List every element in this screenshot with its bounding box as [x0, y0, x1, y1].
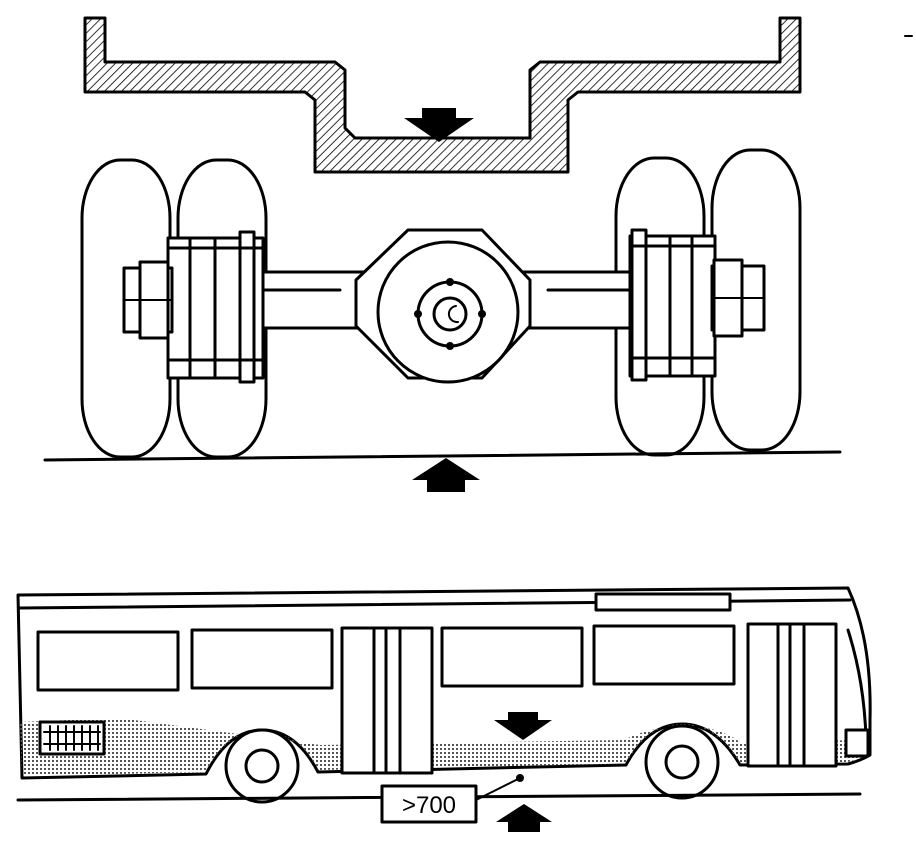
downward-force-arrow-top	[404, 108, 474, 142]
rear-axle-assembly	[80, 148, 802, 459]
clearance-label: >700	[402, 792, 456, 819]
ground-line-top	[43, 450, 842, 462]
lifting-cradle	[83, 16, 802, 174]
bus-window-2	[190, 628, 334, 690]
clearance-label-box	[380, 784, 478, 824]
bus-window-1	[36, 630, 180, 692]
bus-window-3	[440, 626, 584, 688]
clearance-callout: >700	[380, 774, 524, 824]
lift-point-arrow-up	[496, 804, 552, 832]
bus-rear-wheel	[224, 728, 300, 804]
upward-force-arrow-top	[412, 458, 480, 492]
front-door	[746, 622, 838, 768]
lift-point-arrow-down	[494, 712, 552, 740]
roof-sign	[594, 592, 732, 612]
rear-grille	[38, 720, 106, 756]
lower-skirt-shading	[20, 718, 866, 776]
bus-side-view	[16, 586, 872, 804]
middle-door	[340, 626, 434, 775]
bus-front-wheel	[644, 724, 720, 800]
bus-window-4	[592, 624, 736, 686]
